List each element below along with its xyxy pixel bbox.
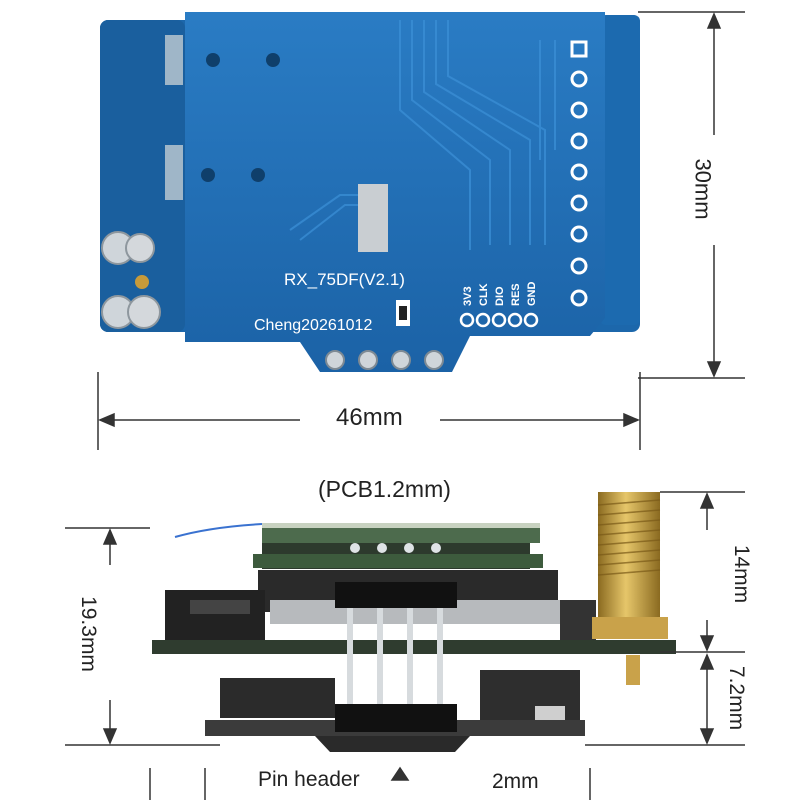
- antenna-solder-pads: [101, 231, 161, 329]
- bottom-solder-joints: [325, 350, 444, 370]
- header-pins: [347, 608, 443, 708]
- top-view-board: RX_75DF(V2.1) Cheng20261012 3V3 CLK DIO …: [100, 12, 640, 372]
- lower-height-label: 7.2mm: [725, 665, 749, 731]
- side-view-stack: [152, 492, 676, 752]
- pin-pitch-label: 2mm: [492, 770, 539, 793]
- top-view-dimensions: [97, 11, 745, 450]
- pin-label: GND: [526, 282, 538, 307]
- width-dimension-label: 46mm: [336, 404, 403, 431]
- pin-label: CLK: [478, 283, 490, 306]
- rf-chip-pad: [358, 184, 388, 252]
- pin-label: RES: [510, 283, 522, 306]
- side-header-pads: [570, 40, 588, 307]
- front-board: [185, 12, 605, 372]
- bottom-pin-pads: [459, 312, 539, 328]
- pcb-thickness-note: (PCB1.2mm): [318, 476, 451, 502]
- pin-label: DIO: [494, 286, 506, 306]
- pin-label: 3V3: [462, 286, 474, 306]
- mounting-holes: [201, 53, 280, 182]
- board-label: RX_75DF(V2.1): [284, 270, 405, 289]
- pin-header-label: Pin header: [258, 768, 360, 791]
- total-height-label: 19.3mm: [76, 596, 100, 672]
- middle-pcb: [152, 640, 676, 654]
- board-signature: Cheng20261012: [254, 317, 372, 334]
- upper-height-label: 14mm: [730, 544, 754, 604]
- side-view-dimensions: [65, 491, 745, 800]
- pin-labels: 3V3 CLK DIO RES GND: [462, 282, 538, 307]
- sma-antenna-connector: [592, 492, 668, 685]
- height-dimension-label: 30mm: [690, 158, 716, 220]
